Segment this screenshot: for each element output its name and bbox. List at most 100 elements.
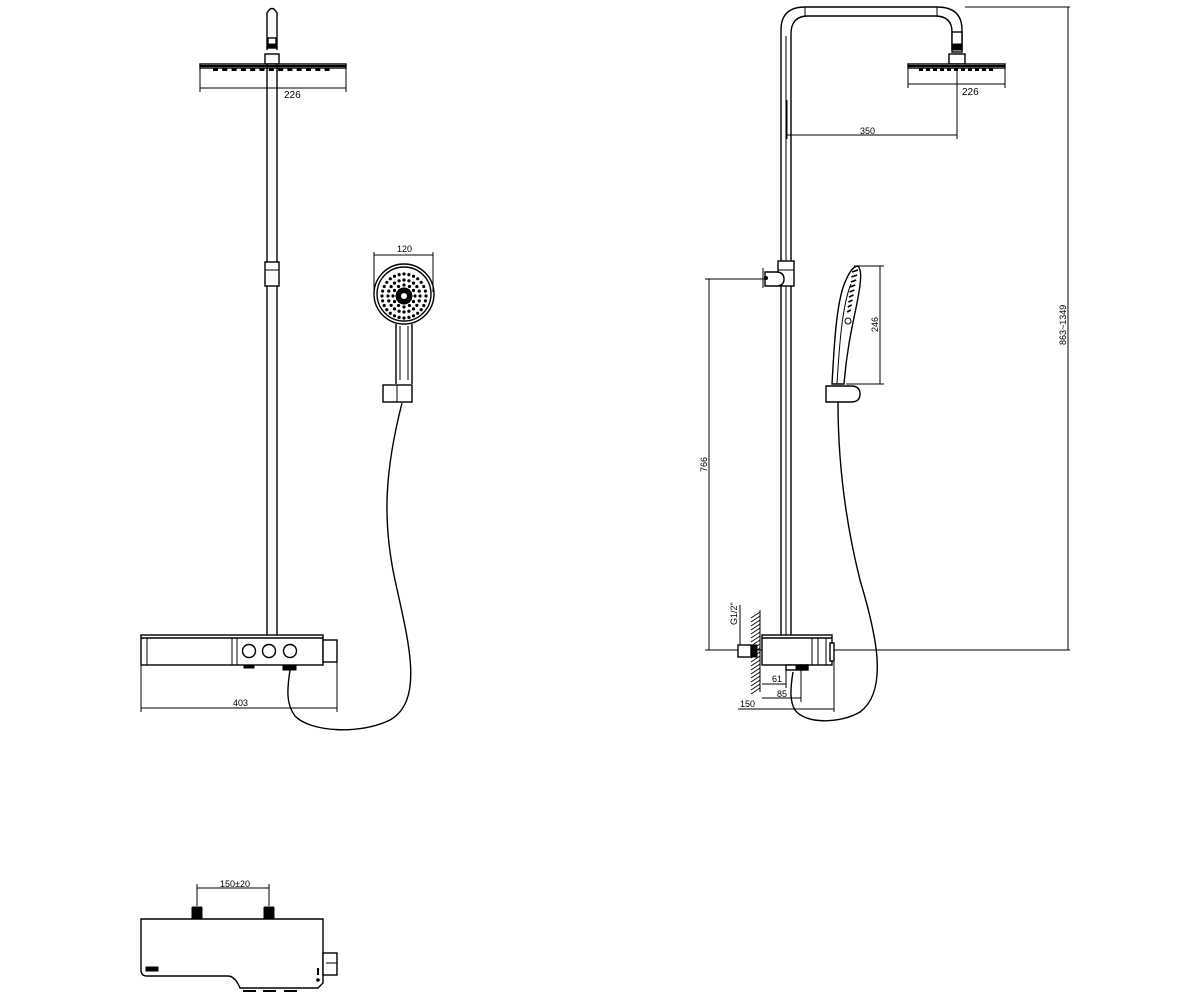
dimension-wall-offsets: 61 85 150 bbox=[738, 662, 835, 712]
spray-hole bbox=[418, 294, 422, 298]
dimension-766: 766 bbox=[699, 278, 765, 650]
spray-hole bbox=[416, 277, 420, 281]
dim-label-766: 766 bbox=[699, 457, 709, 472]
spray-hole bbox=[385, 308, 389, 312]
hose-front bbox=[287, 402, 412, 731]
nozzle bbox=[213, 68, 218, 71]
spray-hole bbox=[423, 289, 427, 293]
dim-label-150: 150 bbox=[740, 699, 755, 709]
spray-mark bbox=[851, 274, 858, 278]
spray-hole bbox=[411, 314, 416, 318]
spray-hole bbox=[397, 315, 401, 319]
front-view: 226 120 bbox=[140, 7, 435, 731]
riser-pipe-front bbox=[264, 64, 280, 636]
nozzle bbox=[940, 68, 944, 71]
spray-hole bbox=[407, 279, 411, 283]
spray-hole bbox=[411, 288, 416, 293]
spray-hole bbox=[411, 299, 416, 304]
nozzle bbox=[968, 68, 972, 71]
spray-hole bbox=[392, 314, 397, 318]
riser-and-arm-side bbox=[780, 6, 963, 636]
dimension-403: 403 bbox=[140, 662, 338, 712]
spray-hole bbox=[388, 277, 392, 281]
dim-label-85: 85 bbox=[777, 689, 787, 699]
spray-hole bbox=[417, 289, 421, 293]
spray-mark bbox=[849, 289, 855, 293]
side-handle-plan bbox=[322, 952, 338, 976]
dim-label-150-20: 150±20 bbox=[220, 879, 250, 889]
spray-hole bbox=[416, 311, 420, 315]
nozzle bbox=[268, 68, 274, 71]
nozzle bbox=[926, 68, 930, 71]
spray-hole bbox=[392, 274, 397, 278]
spray-hole bbox=[381, 299, 385, 303]
overhead-shower-head-side bbox=[907, 63, 1006, 71]
spray-hole bbox=[392, 299, 397, 304]
nozzle bbox=[982, 68, 986, 71]
dimension-120: 120 bbox=[373, 244, 434, 292]
spray-hole bbox=[415, 285, 419, 289]
nozzle bbox=[324, 68, 330, 71]
hatch-line bbox=[750, 671, 761, 679]
nozzle bbox=[947, 68, 951, 71]
nozzle bbox=[287, 68, 293, 71]
spray-hole bbox=[424, 294, 428, 298]
dimension-350: 350 bbox=[786, 70, 958, 139]
hatch-line bbox=[750, 619, 761, 627]
spray-hole bbox=[391, 294, 395, 298]
spray-hole bbox=[423, 299, 427, 303]
spray-hole bbox=[422, 303, 426, 308]
spray-hole bbox=[388, 311, 392, 315]
dimension-226-front: 226 bbox=[199, 68, 347, 101]
hand-shower-side bbox=[825, 265, 862, 403]
mixer-side bbox=[737, 634, 835, 671]
spray-hole bbox=[397, 309, 401, 313]
spray-hole bbox=[380, 294, 384, 298]
spray-hole bbox=[402, 316, 406, 320]
spray-mark bbox=[847, 304, 853, 308]
control-knob-3 bbox=[282, 643, 298, 659]
spray-hole bbox=[411, 274, 416, 278]
spray-hole bbox=[407, 273, 411, 277]
dimension-246: 246 bbox=[846, 265, 884, 385]
spray-hole bbox=[402, 305, 406, 309]
thermostatic-mixer-front bbox=[140, 634, 338, 671]
dim-label-120: 120 bbox=[397, 244, 412, 254]
nozzle bbox=[989, 68, 993, 71]
spray-hole bbox=[393, 307, 397, 311]
spray-hole bbox=[407, 309, 411, 313]
hatch-line bbox=[750, 687, 761, 695]
hatch-line bbox=[750, 683, 761, 691]
nozzle bbox=[306, 68, 311, 71]
spray-hole bbox=[402, 310, 406, 314]
spray-hole bbox=[396, 284, 401, 289]
mixer-body-plan bbox=[140, 918, 324, 989]
top-swivel bbox=[266, 7, 278, 50]
spray-hole bbox=[381, 289, 385, 293]
nozzle bbox=[933, 68, 937, 71]
spray-mark bbox=[848, 294, 854, 298]
spray-selector bbox=[844, 317, 852, 325]
spray-hole bbox=[411, 281, 415, 285]
nozzle bbox=[259, 68, 265, 71]
hatch-line bbox=[750, 615, 761, 623]
spray-hole bbox=[422, 284, 426, 289]
hatch-line bbox=[750, 655, 761, 663]
spray-hole bbox=[397, 279, 401, 283]
slide-bar-holder-front bbox=[264, 261, 280, 287]
nozzle bbox=[231, 68, 237, 71]
hatch-line bbox=[750, 667, 761, 675]
nozzle bbox=[961, 68, 965, 71]
nozzle bbox=[278, 68, 284, 71]
spray-hole bbox=[407, 303, 412, 308]
dim-label-g12: G1/2" bbox=[729, 602, 739, 625]
dim-label-226-side: 226 bbox=[962, 87, 979, 98]
hatch-line bbox=[750, 611, 761, 619]
spray-hole bbox=[407, 284, 412, 289]
hatch-line bbox=[750, 663, 761, 671]
spray-hole bbox=[419, 280, 423, 284]
nozzle bbox=[919, 68, 923, 71]
spray-hole bbox=[393, 281, 397, 285]
mixer-plan-view: 150±20 bbox=[140, 879, 338, 992]
